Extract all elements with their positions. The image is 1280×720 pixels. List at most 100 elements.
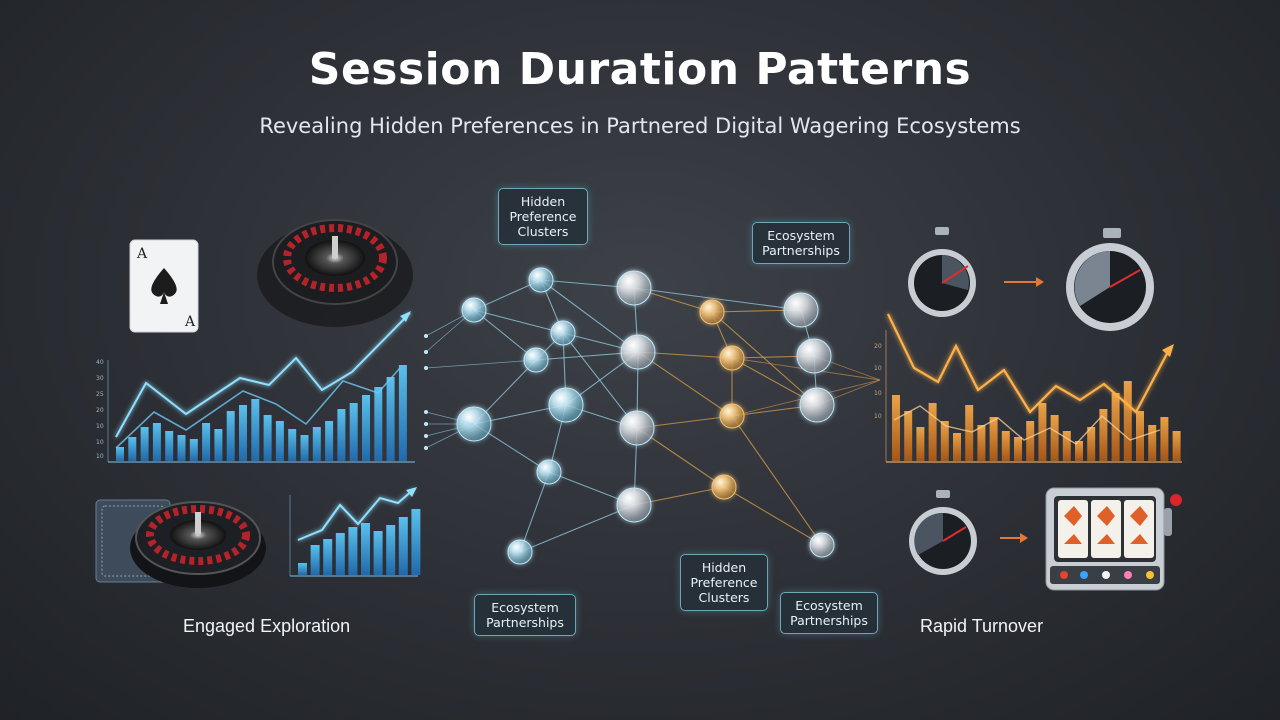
bar-mark: [1148, 425, 1157, 461]
svg-text:20: 20: [874, 343, 882, 350]
arrow-right-icon: [1004, 277, 1044, 287]
left-upper-chart: 40 30 25 20 10 10 10: [96, 311, 415, 463]
bar-mark: [300, 435, 309, 461]
network-node: [719, 345, 745, 371]
network-edge: [519, 504, 635, 553]
network-edge: [637, 351, 733, 417]
svg-text:40: 40: [96, 359, 104, 366]
rapid-turnover-label: Rapid Turnover: [920, 616, 1044, 636]
bar-mark: [965, 405, 974, 461]
bar-mark: [1172, 431, 1181, 461]
bar-mark: [362, 395, 370, 461]
bar-mark: [251, 399, 260, 461]
network-node: [809, 532, 835, 558]
network-edge: [731, 415, 823, 546]
network-node: [550, 320, 576, 346]
network-edge: [473, 309, 564, 334]
network-node: [536, 459, 562, 485]
network-edge: [711, 311, 818, 406]
bar-mark: [386, 525, 396, 575]
bar-mark: [349, 403, 358, 461]
bar-mark: [1014, 437, 1022, 461]
bar-mark: [374, 387, 383, 461]
node-label-ecosystem-partnerships-bottom-right: Ecosystem Partnerships: [780, 592, 878, 634]
stopwatch-icon: [909, 490, 977, 575]
bar-mark: [940, 421, 949, 461]
network-node: [548, 387, 584, 423]
svg-text:10: 10: [874, 365, 882, 372]
bar-mark: [1001, 431, 1010, 461]
playing-card-icon: A A: [129, 239, 199, 333]
bar-mark: [226, 411, 235, 461]
engaged-exploration-label: Engaged Exploration: [183, 616, 351, 636]
bar-mark: [928, 403, 937, 461]
bar-mark: [1075, 441, 1083, 461]
node-label-ecosystem-partnerships-top: Ecosystem Partnerships: [752, 222, 850, 264]
bar-mark: [239, 405, 247, 461]
bar-mark: [398, 365, 407, 461]
bar-mark: [1160, 417, 1169, 461]
roulette-wheel-icon: [257, 219, 413, 327]
network-node: [616, 487, 652, 523]
bar-mark: [323, 539, 333, 575]
page-subtitle: Revealing Hidden Preferences in Partnere…: [259, 114, 1021, 138]
bar-mark: [977, 425, 986, 461]
svg-text:10: 10: [96, 423, 104, 430]
node-label-hidden-preference-clusters-top: Hidden Preference Clusters: [498, 188, 588, 245]
network-edge: [540, 279, 639, 353]
bar-mark: [337, 409, 346, 461]
bar-mark: [1050, 415, 1059, 461]
bar-mark: [152, 423, 161, 461]
bar-mark: [263, 415, 272, 461]
bar-mark: [916, 427, 925, 461]
bar-mark: [892, 395, 900, 461]
network-node: [783, 292, 819, 328]
network-edge: [562, 332, 638, 429]
bar-mark: [1099, 409, 1108, 461]
bar-mark: [1087, 427, 1096, 461]
right-chart: 20 10 10 10: [874, 313, 1182, 463]
bar-mark: [288, 429, 297, 461]
svg-text:A: A: [184, 314, 196, 330]
svg-text:20: 20: [96, 407, 104, 414]
network-edge: [636, 427, 725, 488]
bar-mark: [310, 545, 320, 575]
bar-mark: [373, 531, 383, 575]
network-node: [711, 474, 737, 500]
bar-mark: [116, 447, 124, 461]
bar-mark: [1062, 431, 1071, 461]
page-title: Session Duration Patterns: [308, 44, 972, 95]
network-node: [719, 403, 745, 429]
network-nodes: [456, 267, 835, 565]
svg-text:10: 10: [96, 439, 104, 446]
bar-mark: [904, 411, 913, 461]
svg-text:10: 10: [874, 413, 882, 420]
network-edge: [633, 287, 802, 311]
bar-mark: [348, 527, 358, 575]
bar-mark: [165, 431, 174, 461]
bar-mark: [312, 427, 321, 461]
bar-mark: [140, 427, 149, 461]
bar-mark: [214, 429, 223, 461]
left-connectors: [424, 309, 537, 450]
network-edge: [519, 471, 550, 553]
bar-mark: [189, 439, 198, 461]
node-label-hidden-preference-clusters-bottom: Hidden Preference Clusters: [680, 554, 768, 611]
bar-mark: [177, 435, 186, 461]
roulette-wheel-icon: [130, 501, 266, 588]
bar-mark: [1026, 421, 1035, 461]
bar-mark: [361, 523, 370, 575]
svg-text:A: A: [136, 246, 148, 262]
network-node: [528, 267, 554, 293]
bar-mark: [202, 423, 211, 461]
network-node: [507, 539, 533, 565]
bar-mark: [386, 377, 395, 461]
svg-text:25: 25: [96, 391, 104, 398]
network-edge: [723, 486, 823, 546]
bar-mark: [298, 563, 307, 575]
bar-mark: [335, 533, 345, 575]
node-label-ecosystem-partnerships-bottom-left: Ecosystem Partnerships: [474, 594, 576, 636]
stopwatch-icon: [1066, 228, 1154, 331]
network-node: [699, 299, 725, 325]
